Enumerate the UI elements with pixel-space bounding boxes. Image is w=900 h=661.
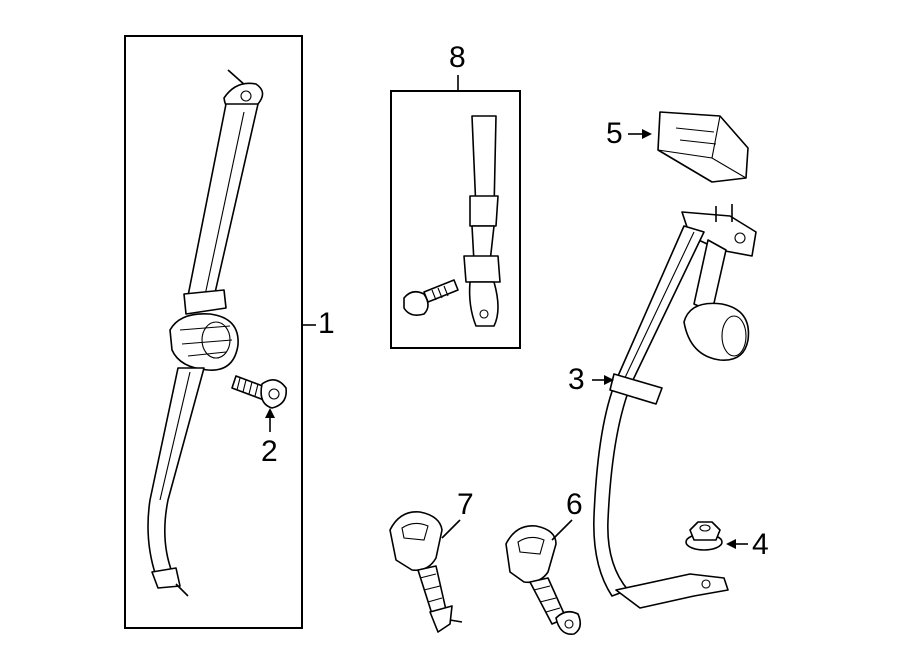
callout-7: 7 <box>457 488 474 521</box>
part-4-nut <box>685 521 723 551</box>
part-8-strap-kit <box>403 115 501 327</box>
callout-1: 1 <box>318 307 335 340</box>
part-7-buckle <box>389 511 463 633</box>
callout-5: 5 <box>606 117 623 150</box>
part-3-rear-seat-belt <box>593 204 757 609</box>
callout-4-arrowhead <box>726 539 736 549</box>
callout-3-arrowhead <box>604 375 614 385</box>
callout-2-arrowhead <box>265 408 275 418</box>
callout-7-leader <box>441 519 461 539</box>
part-1-frame <box>124 35 303 629</box>
part-2-bolt <box>231 375 288 409</box>
part-1-seat-belt-assembly <box>147 69 264 597</box>
callout-8: 8 <box>449 41 466 74</box>
callout-2: 2 <box>261 435 278 468</box>
callout-6-leader <box>551 519 573 541</box>
callout-5-arrowhead <box>642 129 652 139</box>
callout-4: 4 <box>752 528 769 561</box>
callout-6: 6 <box>566 488 583 521</box>
part-5-cover <box>657 111 749 183</box>
callout-3: 3 <box>568 363 585 396</box>
part-6-buckle <box>505 525 582 635</box>
part-8-frame <box>390 90 521 349</box>
